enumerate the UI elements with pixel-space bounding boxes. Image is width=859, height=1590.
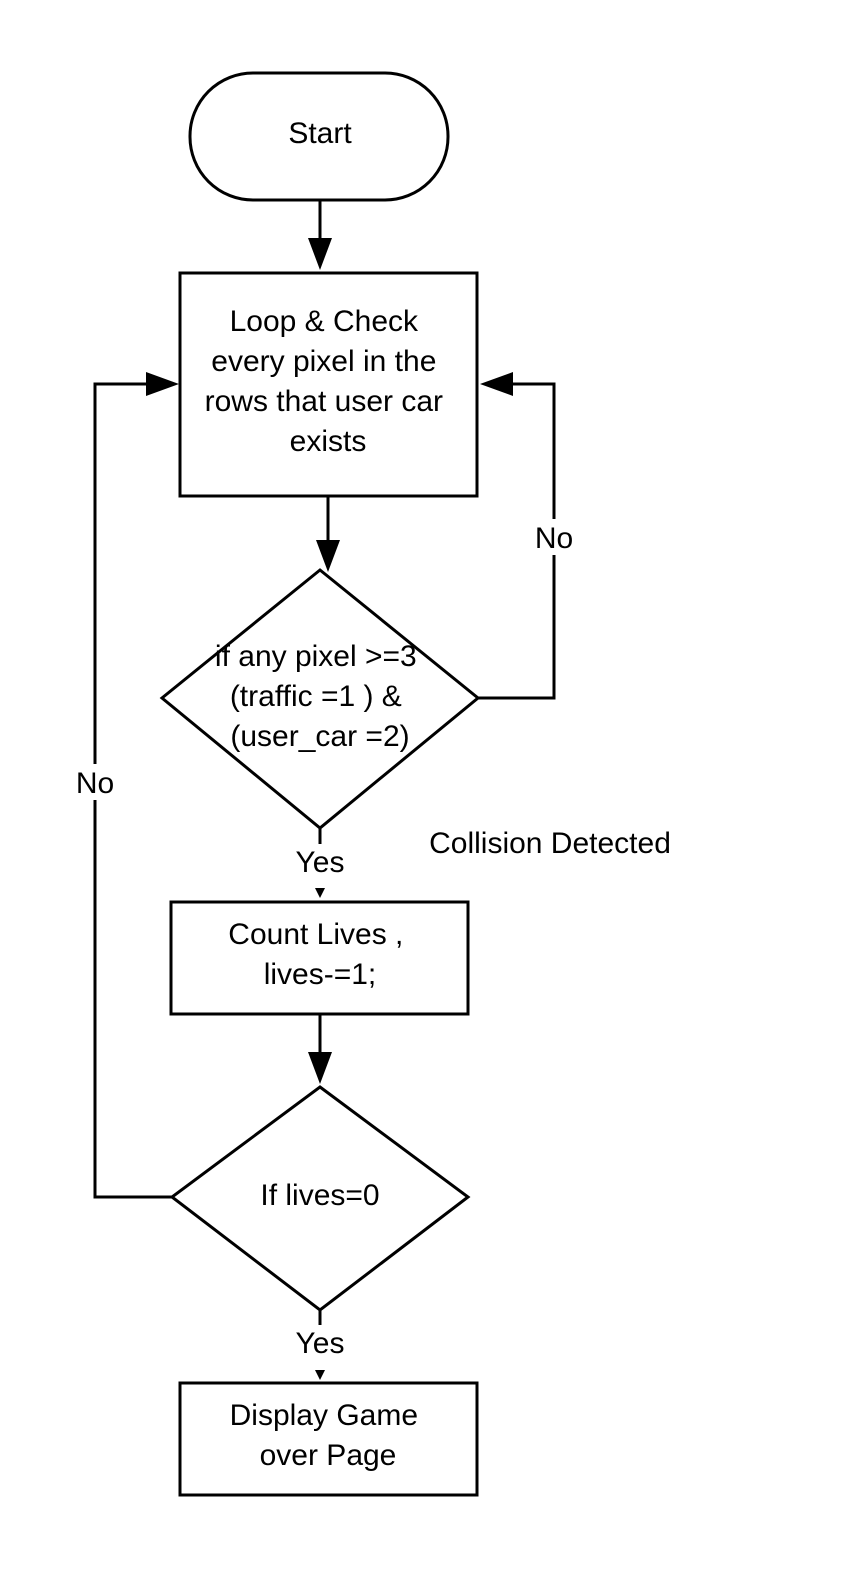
- count-lives-label: Count Lives , lives-=1;: [228, 918, 411, 991]
- pixel-decision-label: if any pixel >=3 (traffic =1 ) & (user_c…: [215, 640, 425, 753]
- count-lives-box: [169, 900, 470, 1016]
- lives-decision-label: If lives=0: [260, 1179, 379, 1212]
- arrowhead-count: [315, 888, 325, 898]
- arrowhead-lives-decision: [308, 1052, 332, 1084]
- edge-yes-gameover-label-bg: [290, 1325, 350, 1359]
- edge-yes-collision-label-bg: [290, 844, 350, 878]
- edge-yes-collision-label: Yes: [296, 846, 345, 879]
- edge-no-lives-label-bg: [73, 764, 117, 800]
- arrowhead-gameover: [315, 1370, 325, 1380]
- arrowhead-loop-right: [480, 372, 513, 396]
- game-over-label: Display Game over Page: [230, 1399, 427, 1472]
- loop-process-box: [178, 271, 479, 498]
- arrowhead-loop-top: [308, 238, 332, 270]
- pixel-decision-diamond: [159, 568, 481, 830]
- collision-note: Collision Detected: [429, 827, 671, 860]
- arrowhead-loop-left: [146, 372, 179, 396]
- edge-no-pixel-label: No: [535, 522, 573, 555]
- lives-decision-diamond: [169, 1085, 471, 1312]
- loop-label: Loop & Check every pixel in the rows tha…: [205, 305, 452, 458]
- edge-no-lives-label: No: [76, 767, 114, 800]
- arrowhead-pixel-decision: [316, 540, 340, 572]
- edge-yes-gameover-label: Yes: [296, 1327, 345, 1360]
- game-over-box: [178, 1381, 479, 1497]
- edge-no-pixel-label-bg: [532, 519, 576, 555]
- start-terminal: [188, 71, 450, 202]
- start-label: Start: [288, 117, 352, 150]
